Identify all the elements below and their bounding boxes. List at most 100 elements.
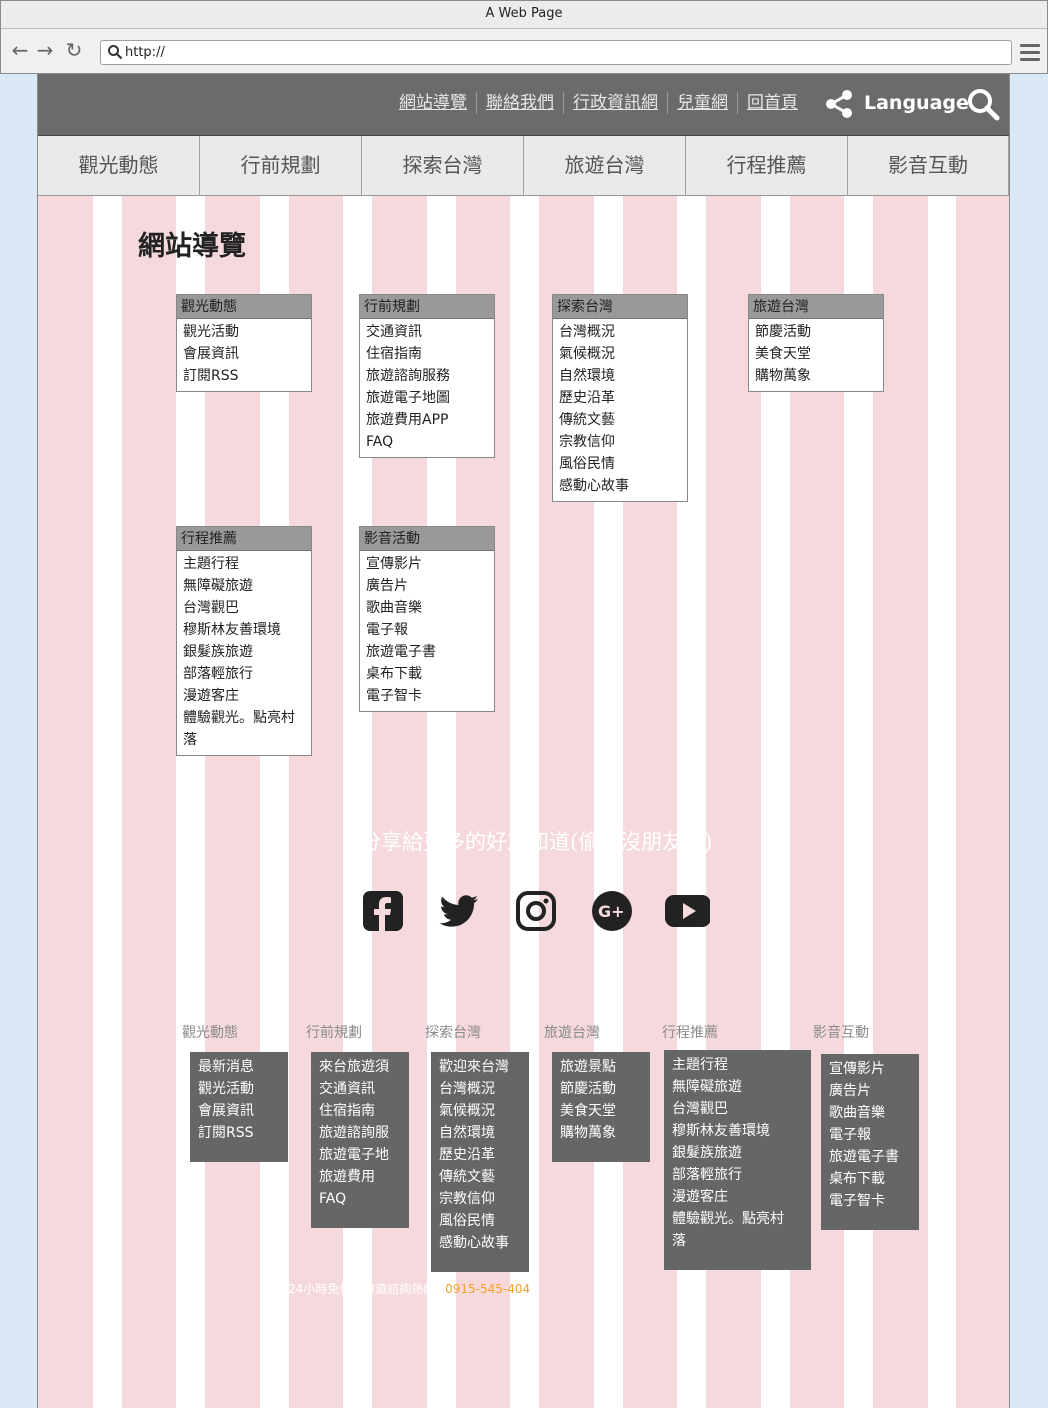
sitemap-link[interactable]: 傳統文藝 xyxy=(559,412,615,428)
sitemap-link[interactable]: 體驗觀光。點亮村 xyxy=(183,710,295,726)
footer-link[interactable]: 歡迎來台灣 xyxy=(439,1059,509,1075)
footer-link[interactable]: 旅遊諮詢服 xyxy=(319,1125,389,1141)
footer-link[interactable]: 自然環境 xyxy=(439,1125,495,1141)
sitemap-link[interactable]: 購物萬象 xyxy=(755,368,811,384)
footer-link[interactable]: 旅遊費用 xyxy=(319,1169,375,1185)
sitemap-link[interactable]: 美食天堂 xyxy=(755,346,811,362)
footer-link[interactable]: 住宿指南 xyxy=(319,1103,375,1119)
footer-column-title[interactable]: 觀光動態 xyxy=(182,1025,238,1041)
search-icon[interactable] xyxy=(965,86,1001,122)
util-link-contact[interactable]: 聯絡我們 xyxy=(476,92,563,114)
util-link-sitemap[interactable]: 網站導覽 xyxy=(399,93,467,113)
util-link-home[interactable]: 回首頁 xyxy=(737,92,807,114)
sitemap-box-title[interactable]: 影音活動 xyxy=(360,527,494,551)
util-link-admin[interactable]: 行政資訊網 xyxy=(563,92,667,114)
footer-link[interactable]: 無障礙旅遊 xyxy=(672,1079,742,1095)
sitemap-link[interactable]: 自然環境 xyxy=(559,368,615,384)
util-link-kids[interactable]: 兒童網 xyxy=(667,92,737,114)
footer-link[interactable]: 旅遊電子地 xyxy=(319,1147,389,1163)
footer-link[interactable]: 主題行程 xyxy=(672,1057,728,1073)
sitemap-link[interactable]: 落 xyxy=(183,732,197,748)
sitemap-link[interactable]: 觀光活動 xyxy=(183,324,239,340)
footer-link[interactable]: 台灣概況 xyxy=(439,1081,495,1097)
sitemap-link[interactable]: 廣告片 xyxy=(366,578,408,594)
sitemap-link[interactable]: 部落輕旅行 xyxy=(183,666,253,682)
sitemap-box-title[interactable]: 行程推薦 xyxy=(177,527,311,551)
footer-link[interactable]: 風俗民情 xyxy=(439,1213,495,1229)
footer-link[interactable]: 交通資訊 xyxy=(319,1081,375,1097)
footer-link[interactable]: 觀光活動 xyxy=(198,1081,254,1097)
sitemap-link[interactable]: 主題行程 xyxy=(183,556,239,572)
footer-link[interactable]: 來台旅遊須 xyxy=(319,1059,389,1075)
facebook-icon[interactable] xyxy=(360,888,406,934)
footer-link[interactable]: 部落輕旅行 xyxy=(672,1167,742,1183)
sitemap-link[interactable]: 風俗民情 xyxy=(559,456,615,472)
main-nav-item[interactable]: 探索台灣 xyxy=(362,136,524,196)
footer-column-title[interactable]: 旅遊台灣 xyxy=(544,1025,600,1041)
twitter-icon[interactable] xyxy=(436,888,482,934)
footer-link[interactable]: 美食天堂 xyxy=(560,1103,616,1119)
main-nav-item[interactable]: 影音互動 xyxy=(848,136,1009,196)
browser-menu-icon[interactable] xyxy=(1020,44,1040,62)
google-plus-icon[interactable]: G+ xyxy=(589,888,635,934)
footer-link[interactable]: 銀髮族旅遊 xyxy=(672,1145,742,1161)
hotline-phone[interactable]: 0915-545-404 xyxy=(445,1282,531,1296)
sitemap-link[interactable]: 交通資訊 xyxy=(366,324,422,340)
footer-link[interactable]: 氣候概況 xyxy=(439,1103,495,1119)
footer-link[interactable]: 廣告片 xyxy=(829,1083,871,1099)
main-nav-item[interactable]: 行前規劃 xyxy=(200,136,362,196)
youtube-icon[interactable] xyxy=(664,888,710,934)
sitemap-link[interactable]: 會展資訊 xyxy=(183,346,239,362)
footer-link[interactable]: 訂閱RSS xyxy=(198,1125,254,1141)
sitemap-link[interactable]: 感動心故事 xyxy=(559,478,629,494)
sitemap-box-title[interactable]: 探索台灣 xyxy=(553,295,687,319)
footer-link[interactable]: 歷史沿革 xyxy=(439,1147,495,1163)
sitemap-link[interactable]: 台灣概況 xyxy=(559,324,615,340)
sitemap-link[interactable]: 旅遊費用APP xyxy=(366,412,449,428)
sitemap-link[interactable]: 旅遊電子書 xyxy=(366,644,436,660)
footer-link[interactable]: 體驗觀光。點亮村 xyxy=(672,1211,784,1227)
footer-column-title[interactable]: 行前規劃 xyxy=(306,1025,362,1041)
back-arrow-icon[interactable]: ← xyxy=(11,38,29,62)
footer-link[interactable]: 歌曲音樂 xyxy=(829,1105,885,1121)
address-bar[interactable]: http:// xyxy=(100,40,1012,65)
footer-link[interactable]: 旅遊電子書 xyxy=(829,1149,899,1165)
instagram-icon[interactable] xyxy=(513,888,559,934)
sitemap-box-title[interactable]: 旅遊台灣 xyxy=(749,295,883,319)
sitemap-link[interactable]: 節慶活動 xyxy=(755,324,811,340)
sitemap-link[interactable]: 宣傳影片 xyxy=(366,556,422,572)
footer-link[interactable]: 桌布下載 xyxy=(829,1171,885,1187)
sitemap-link[interactable]: 銀髮族旅遊 xyxy=(183,644,253,660)
footer-link[interactable]: 台灣觀巴 xyxy=(672,1101,728,1117)
sitemap-link[interactable]: 宗教信仰 xyxy=(559,434,615,450)
footer-link[interactable]: 落 xyxy=(672,1233,686,1249)
footer-link[interactable]: 最新消息 xyxy=(198,1059,254,1075)
footer-link[interactable]: 傳統文藝 xyxy=(439,1169,495,1185)
main-nav-item[interactable]: 觀光動態 xyxy=(38,136,200,196)
footer-link[interactable]: 穆斯林友善環境 xyxy=(672,1123,770,1139)
sitemap-box-title[interactable]: 行前規劃 xyxy=(360,295,494,319)
footer-link[interactable]: 購物萬象 xyxy=(560,1125,616,1141)
sitemap-link[interactable]: 歌曲音樂 xyxy=(366,600,422,616)
sitemap-link[interactable]: FAQ xyxy=(366,434,394,450)
sitemap-link[interactable]: 住宿指南 xyxy=(366,346,422,362)
footer-link[interactable]: FAQ xyxy=(319,1191,347,1207)
footer-link[interactable]: 節慶活動 xyxy=(560,1081,616,1097)
footer-column-title[interactable]: 探索台灣 xyxy=(425,1025,481,1041)
sitemap-link[interactable]: 電子報 xyxy=(366,622,408,638)
footer-column-title[interactable]: 影音互動 xyxy=(813,1025,869,1041)
footer-link[interactable]: 電子智卡 xyxy=(829,1193,885,1209)
sitemap-box-title[interactable]: 觀光動態 xyxy=(177,295,311,319)
sitemap-link[interactable]: 無障礙旅遊 xyxy=(183,578,253,594)
footer-column-title[interactable]: 行程推薦 xyxy=(662,1025,718,1041)
sitemap-link[interactable]: 電子智卡 xyxy=(366,688,422,704)
footer-link[interactable]: 漫遊客庄 xyxy=(672,1189,728,1205)
sitemap-link[interactable]: 氣候概況 xyxy=(559,346,615,362)
sitemap-link[interactable]: 穆斯林友善環境 xyxy=(183,622,281,638)
footer-link[interactable]: 感動心故事 xyxy=(439,1235,509,1251)
sitemap-link[interactable]: 桌布下載 xyxy=(366,666,422,682)
footer-link[interactable]: 電子報 xyxy=(829,1127,871,1143)
share-icon[interactable] xyxy=(823,88,855,120)
sitemap-link[interactable]: 旅遊諮詢服務 xyxy=(366,368,450,384)
footer-link[interactable]: 會展資訊 xyxy=(198,1103,254,1119)
